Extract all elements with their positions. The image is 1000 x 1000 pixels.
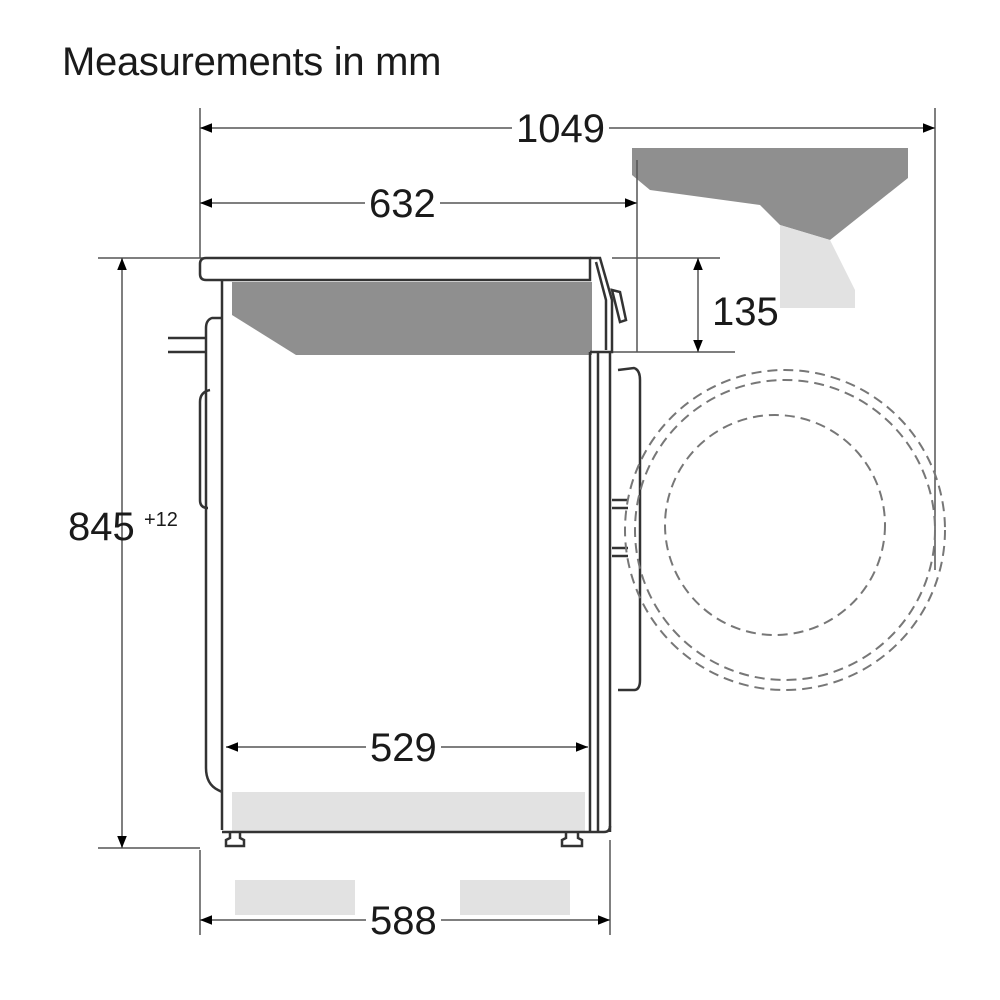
dim-body-depth: 588 xyxy=(366,901,441,941)
dim-height-tolerance: +12 xyxy=(144,509,178,531)
background-shading xyxy=(232,148,908,355)
dim-inner-depth: 529 xyxy=(366,728,441,768)
dim-total-depth-door-open: 1049 xyxy=(512,109,609,149)
diagram-title: Measurements in mm xyxy=(62,40,442,84)
door-swing-outline xyxy=(624,369,946,691)
dim-top-to-door: 135 xyxy=(712,290,779,334)
dim-height: 845 xyxy=(68,505,135,549)
dim-depth-with-door: 632 xyxy=(365,184,440,224)
machine-body xyxy=(168,256,642,848)
